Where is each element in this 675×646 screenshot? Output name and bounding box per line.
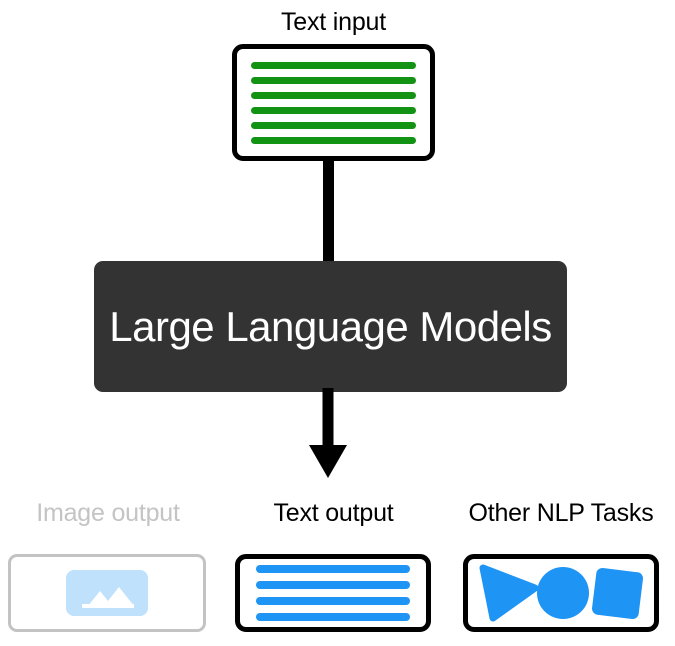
text-line: [251, 136, 416, 144]
text-line: [251, 61, 416, 69]
text-output-label: Text output: [273, 499, 394, 527]
text-output-card[interactable]: [235, 554, 431, 632]
connector-input-to-model: [323, 158, 334, 266]
text-line: [256, 613, 410, 621]
text-line: [251, 76, 416, 84]
image-output-card: [8, 554, 206, 632]
text-line: [256, 597, 410, 605]
large-language-models-box[interactable]: Large Language Models: [94, 261, 567, 392]
other-nlp-tasks-label: Other NLP Tasks: [468, 499, 654, 527]
text-input-card[interactable]: [232, 44, 435, 161]
image-output-label: Image output: [36, 499, 180, 527]
text-line: [256, 565, 410, 573]
text-line: [251, 106, 416, 114]
large-language-models-label: Large Language Models: [109, 302, 552, 350]
image-placeholder-icon: [66, 570, 148, 616]
text-line: [256, 581, 410, 589]
shapes-icon: [479, 564, 644, 622]
other-nlp-tasks-card[interactable]: [463, 554, 659, 632]
connector-model-to-outputs-arrow-icon: [309, 388, 347, 478]
text-line: [251, 91, 416, 99]
text-input-label: Text input: [280, 8, 386, 36]
text-line: [251, 121, 416, 129]
